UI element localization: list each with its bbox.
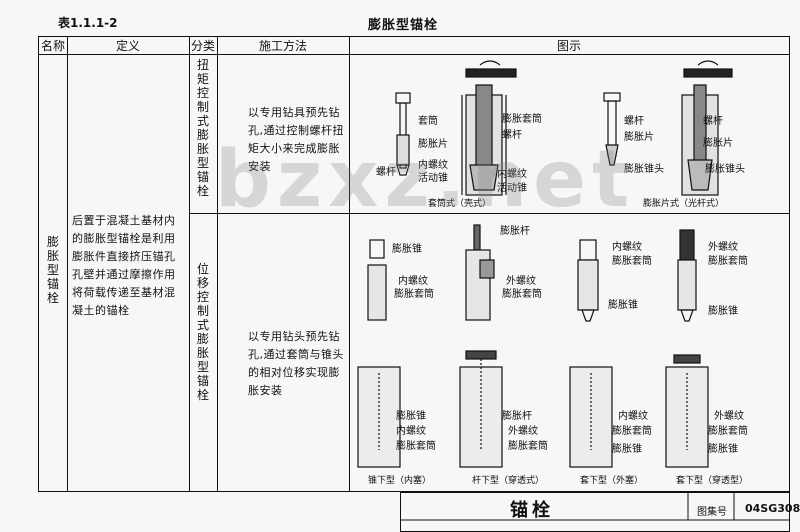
fig-label: 内螺纹 [396, 426, 426, 437]
header-definition: 定义 [115, 39, 140, 53]
fig-label: 膨胀片 [624, 132, 654, 143]
caption-cone-type: 锥下型（内塞） [368, 476, 432, 486]
fig-label: 外螺纹 [714, 411, 744, 422]
fig-label: 套筒 [418, 116, 438, 127]
table-number: 表1.1.1-2 [58, 16, 118, 30]
fig-label: 螺杆 [502, 130, 522, 141]
header-divider [39, 54, 789, 55]
category-torque: 扭矩控制式膨胀型锚栓 [196, 58, 209, 198]
table-frame [38, 36, 790, 492]
fig-label: 膨胀锥 [612, 444, 642, 455]
fig-label: 外螺纹 [508, 426, 538, 437]
title-block-label: 图集号 [697, 507, 727, 518]
fig-label: 膨胀套筒 [612, 256, 652, 267]
watermark: bzxz.net [215, 135, 636, 225]
title-block-number: 04SG308 [745, 502, 800, 515]
fig-label: 膨胀锥 [708, 306, 738, 317]
caption-sleeve-through-type: 套下型（穿透型） [676, 476, 749, 486]
fig-label: 膨胀片 [418, 139, 448, 150]
caption-sleeve-outer-type: 套下型（外塞） [580, 476, 644, 486]
fig-label: 膨胀锥 [608, 300, 638, 311]
fig-label: 螺杆 [703, 116, 723, 127]
cone-anchor-top-drawing [367, 239, 387, 321]
fig-label: 活动锥 [418, 173, 448, 184]
fig-label: 内螺纹 [497, 169, 527, 180]
fig-label: 膨胀套筒 [396, 441, 436, 452]
fig-label: 膨胀套筒 [508, 441, 548, 452]
anchor-name: 膨胀型锚栓 [46, 235, 59, 305]
caption-rod-type: 杆下型（穿透式） [472, 476, 545, 486]
definition-text: 后置于混凝土基材内的膨胀型锚栓是利用膨胀件直接挤压锚孔孔壁并通过摩擦作用将荷载传… [72, 214, 176, 317]
header-category: 分类 [190, 39, 215, 53]
category-displacement: 位移控制式膨胀型锚栓 [196, 262, 209, 402]
sleeve-through-anchor-top-drawing [677, 229, 697, 322]
fig-label: 活动锥 [497, 183, 527, 194]
fig-label: 膨胀套筒 [612, 426, 652, 437]
fig-label: 螺杆 [624, 116, 644, 127]
col-divider [67, 37, 68, 491]
table-title: 膨胀型锚栓 [368, 18, 439, 33]
fig-label: 膨胀套筒 [502, 114, 542, 125]
fig-label: 内螺纹 [612, 242, 642, 253]
fig-label: 膨胀套筒 [708, 256, 748, 267]
clip-anchor-loose-drawing [603, 92, 621, 166]
caption-clip-type: 膨胀片式（光杆式） [643, 199, 725, 209]
clip-anchor-installed-drawing [681, 60, 733, 196]
fig-label: 膨胀锥 [392, 244, 422, 255]
method-displacement: 以专用钻头预先钻孔,通过套筒与锥头的相对位移实现膨胀安装 [248, 330, 344, 397]
sleeve-anchor-top-drawing [577, 239, 599, 322]
fig-label: 膨胀锥头 [705, 164, 745, 175]
fig-label: 膨胀锥 [396, 411, 426, 422]
fig-label: 膨胀套筒 [394, 289, 434, 300]
header-name: 名称 [40, 39, 65, 53]
fig-label: 螺杆 [376, 167, 396, 178]
fig-label: 膨胀片 [703, 138, 733, 149]
fig-label: 膨胀锥 [708, 444, 738, 455]
fig-label: 内螺纹 [618, 411, 648, 422]
header-method: 施工方法 [258, 39, 307, 53]
fig-label: 内螺纹 [418, 160, 448, 171]
col-divider [189, 37, 190, 491]
header-figure: 图示 [556, 39, 581, 53]
method-torque: 以专用钻具预先钻孔,通过控制螺杆扭矩大小来完成膨胀安装 [248, 106, 344, 173]
row-divider [189, 213, 789, 214]
rod-anchor-top-drawing [465, 224, 495, 321]
fig-label: 膨胀套筒 [502, 289, 542, 300]
col-divider [349, 37, 350, 491]
col-divider [217, 37, 218, 491]
fig-label: 膨胀套筒 [708, 426, 748, 437]
caption-sleeve-type: 套筒式（壳式） [428, 199, 492, 209]
title-block-title: 锚栓 [510, 500, 554, 521]
sleeve-anchor-installed-drawing [461, 60, 517, 196]
fig-label: 外螺纹 [708, 242, 738, 253]
sleeve-anchor-loose-drawing [395, 92, 411, 176]
anchor-drawings [357, 60, 733, 468]
fig-label: 膨胀杆 [502, 411, 532, 422]
fig-label: 外螺纹 [506, 276, 536, 287]
title-block-frame [400, 492, 790, 532]
fig-label: 膨胀杆 [500, 226, 530, 237]
fig-label: 内螺纹 [398, 276, 428, 287]
fig-label: 膨胀锥头 [624, 164, 664, 175]
